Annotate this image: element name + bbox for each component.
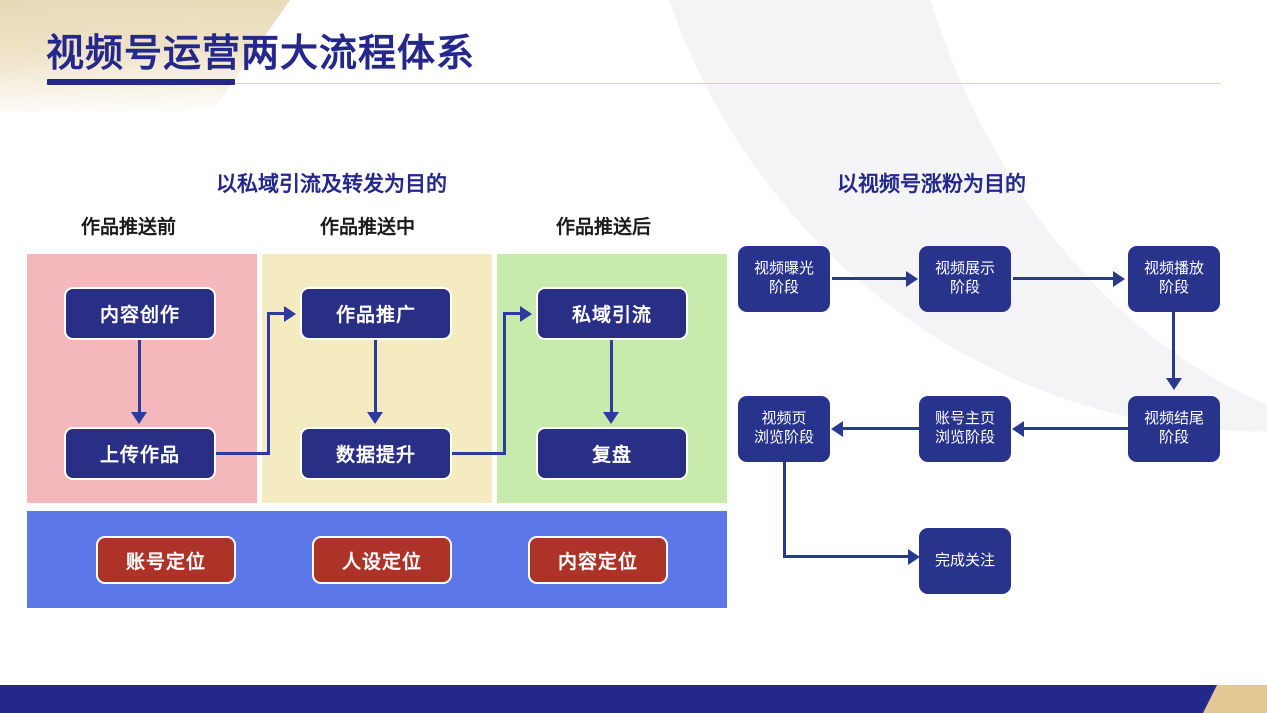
- connector-line-c2c3-entry: [503, 312, 522, 315]
- connector-line-r1-r2: [832, 277, 910, 280]
- connector-arrow-c2-down: [367, 412, 383, 424]
- node-video-playback-stage[interactable]: 视频播放 阶段: [1128, 246, 1220, 312]
- node-review[interactable]: 复盘: [536, 427, 688, 480]
- connector-line-c2c3-horizontal: [452, 452, 506, 455]
- node-private-traffic[interactable]: 私域引流: [536, 287, 688, 340]
- node-label-line1: 视频页: [761, 410, 807, 428]
- node-label-line2: 阶段: [768, 279, 799, 296]
- title-underline: [47, 79, 235, 85]
- connector-arrow-c1-down: [131, 412, 147, 424]
- connector-line-c3-vertical: [610, 340, 613, 414]
- node-label-line2: 浏览阶段: [934, 429, 995, 446]
- connector-line-r6-r7-vertical: [783, 461, 786, 557]
- connector-line-r4-r5: [1021, 427, 1128, 430]
- node-account-homepage-browse-stage[interactable]: 账号主页 浏览阶段: [919, 396, 1011, 462]
- connector-line-c2-vertical: [374, 340, 377, 414]
- left-column-label-3: 作品推送后: [556, 217, 652, 238]
- node-label-line1: 视频结尾: [1143, 410, 1204, 428]
- node-video-display-stage[interactable]: 视频展示 阶段: [919, 246, 1011, 312]
- node-label-line1: 视频播放: [1143, 260, 1204, 278]
- connector-arrow-r3-r4: [1166, 378, 1182, 390]
- badge-account-positioning[interactable]: 账号定位: [96, 536, 236, 584]
- connector-line-c1-vertical: [138, 340, 141, 414]
- page-title: 视频号运营两大流程体系: [46, 33, 476, 75]
- node-data-improvement[interactable]: 数据提升: [300, 427, 452, 480]
- connector-line-r5-r6: [840, 427, 919, 430]
- footer-bar: [0, 685, 1267, 713]
- connector-line-c1c2-entry: [267, 312, 286, 315]
- left-column-label-1: 作品推送前: [81, 217, 177, 238]
- node-label-line1: 完成关注: [934, 551, 995, 569]
- node-work-promotion[interactable]: 作品推广: [300, 287, 452, 340]
- connector-arrow-r5-r6: [831, 421, 843, 437]
- connector-arrow-r6-r7: [908, 549, 920, 565]
- badge-persona-positioning[interactable]: 人设定位: [312, 536, 452, 584]
- node-label-line1: 视频曝光: [753, 260, 814, 278]
- left-flow-heading: 以私域引流及转发为目的: [216, 173, 447, 196]
- connector-arrow-r1-r2: [906, 271, 918, 287]
- connector-line-r6-r7-horizontal: [783, 555, 913, 558]
- connector-line-r3-r4: [1172, 312, 1175, 380]
- node-label-line2: 阶段: [1158, 429, 1189, 446]
- node-follow-completed[interactable]: 完成关注: [919, 528, 1011, 594]
- node-video-exposure-stage[interactable]: 视频曝光 阶段: [738, 246, 830, 312]
- node-label-line2: 浏览阶段: [753, 429, 814, 446]
- node-label-line1: 账号主页: [934, 410, 995, 428]
- node-upload-work[interactable]: 上传作品: [64, 427, 216, 480]
- connector-arrow-r4-r5: [1012, 421, 1024, 437]
- connector-line-c1c2-horizontal: [216, 452, 270, 455]
- left-column-label-2: 作品推送中: [320, 217, 416, 238]
- connector-arrow-r2-r3: [1113, 271, 1125, 287]
- connector-arrow-c2c3-right: [520, 306, 532, 322]
- title-thin-rule: [46, 83, 1221, 84]
- footer-bar-navy: [0, 685, 1267, 713]
- right-flow-heading: 以视频号涨粉为目的: [837, 173, 1026, 196]
- connector-arrow-c1c2-right: [284, 306, 296, 322]
- node-label-line2: 阶段: [949, 279, 980, 296]
- node-video-ending-stage[interactable]: 视频结尾 阶段: [1128, 396, 1220, 462]
- node-video-page-browse-stage[interactable]: 视频页 浏览阶段: [738, 396, 830, 462]
- connector-arrow-c3-down: [603, 412, 619, 424]
- connector-line-r2-r3: [1013, 277, 1116, 280]
- node-content-creation[interactable]: 内容创作: [64, 287, 216, 340]
- badge-content-positioning[interactable]: 内容定位: [528, 536, 668, 584]
- footer-bar-gold: [1203, 685, 1267, 713]
- connector-line-c2c3-vertical: [503, 313, 506, 455]
- connector-line-c1c2-vertical: [267, 313, 270, 455]
- node-label-line2: 阶段: [1158, 279, 1189, 296]
- node-label-line1: 视频展示: [934, 260, 995, 278]
